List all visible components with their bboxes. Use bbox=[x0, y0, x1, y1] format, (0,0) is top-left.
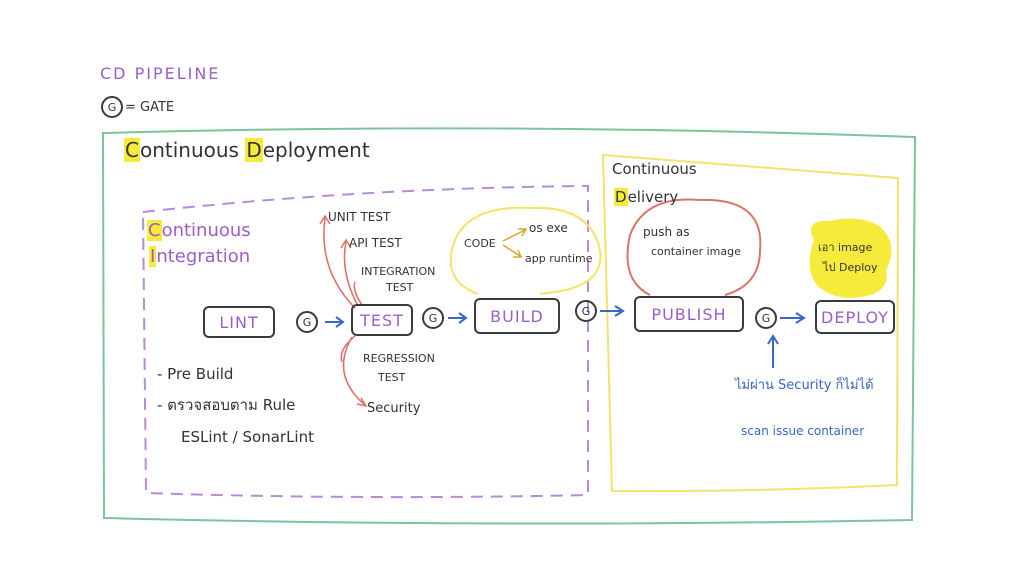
flow-arrows bbox=[325, 305, 806, 368]
security-note-line2: scan issue container bbox=[741, 424, 865, 438]
legend-gate-label: = GATE bbox=[125, 100, 175, 115]
lint-note: - ตรวจสอบตาม Rule bbox=[157, 396, 296, 414]
stage-test: TEST bbox=[351, 304, 413, 336]
branch-unit-test: UNIT TEST bbox=[328, 210, 391, 224]
publish-cloud-shape bbox=[626, 198, 762, 296]
stage-build: BUILD bbox=[474, 298, 560, 334]
stage-publish: PUBLISH bbox=[634, 296, 744, 332]
ci-region-label-line1: Continuous bbox=[147, 220, 251, 241]
gate-icon: G bbox=[422, 307, 444, 329]
ci-region-label-line2: Integration bbox=[149, 246, 251, 267]
cd-region-border bbox=[101, 127, 917, 525]
security-note-line1: ไม่ผ่าน Security ก็ไม่ได้ bbox=[735, 378, 874, 393]
branch-regression-test-line2: TEST bbox=[378, 371, 406, 384]
build-cloud-shape bbox=[449, 206, 602, 295]
gate-icon: G bbox=[296, 311, 318, 333]
stage-lint: LINT bbox=[203, 306, 275, 338]
gate-icon: G bbox=[575, 300, 597, 322]
stage-deploy: DEPLOY bbox=[815, 300, 895, 334]
branch-integration-test-line2: TEST bbox=[386, 281, 414, 294]
gate-icon: G bbox=[755, 307, 777, 329]
build-cloud-code: CODE bbox=[464, 237, 496, 250]
build-cloud-arrows bbox=[502, 228, 528, 258]
build-cloud-output: os exe bbox=[529, 221, 568, 235]
deploy-cloud-line2: ไป Deploy bbox=[823, 261, 878, 274]
lint-note: - Pre Build bbox=[157, 365, 234, 383]
legend-gate-icon: G bbox=[101, 96, 123, 118]
branch-integration-test-line1: INTEGRATION bbox=[361, 265, 436, 278]
page-title: CD PIPELINE bbox=[100, 64, 221, 83]
branch-regression-test-line1: REGRESSION bbox=[363, 352, 435, 365]
test-branch-arrows bbox=[319, 214, 368, 408]
delivery-region-label-line2: Delivery bbox=[614, 188, 679, 206]
publish-cloud-line1: push as bbox=[643, 225, 690, 239]
ci-region-border bbox=[141, 184, 589, 499]
branch-api-test: API TEST bbox=[349, 236, 402, 250]
delivery-region-border bbox=[601, 153, 900, 493]
build-cloud-output: app runtime bbox=[525, 252, 593, 265]
deploy-cloud-line1: เอา image bbox=[818, 241, 873, 254]
branch-security: Security bbox=[367, 401, 421, 416]
lint-note: ESLint / SonarLint bbox=[181, 428, 314, 446]
deploy-cloud-shape bbox=[809, 218, 892, 298]
delivery-region-label-line1: Continuous bbox=[612, 160, 697, 178]
publish-cloud-line2: container image bbox=[651, 245, 741, 258]
cd-region-label: Continuous Deployment bbox=[124, 138, 370, 162]
